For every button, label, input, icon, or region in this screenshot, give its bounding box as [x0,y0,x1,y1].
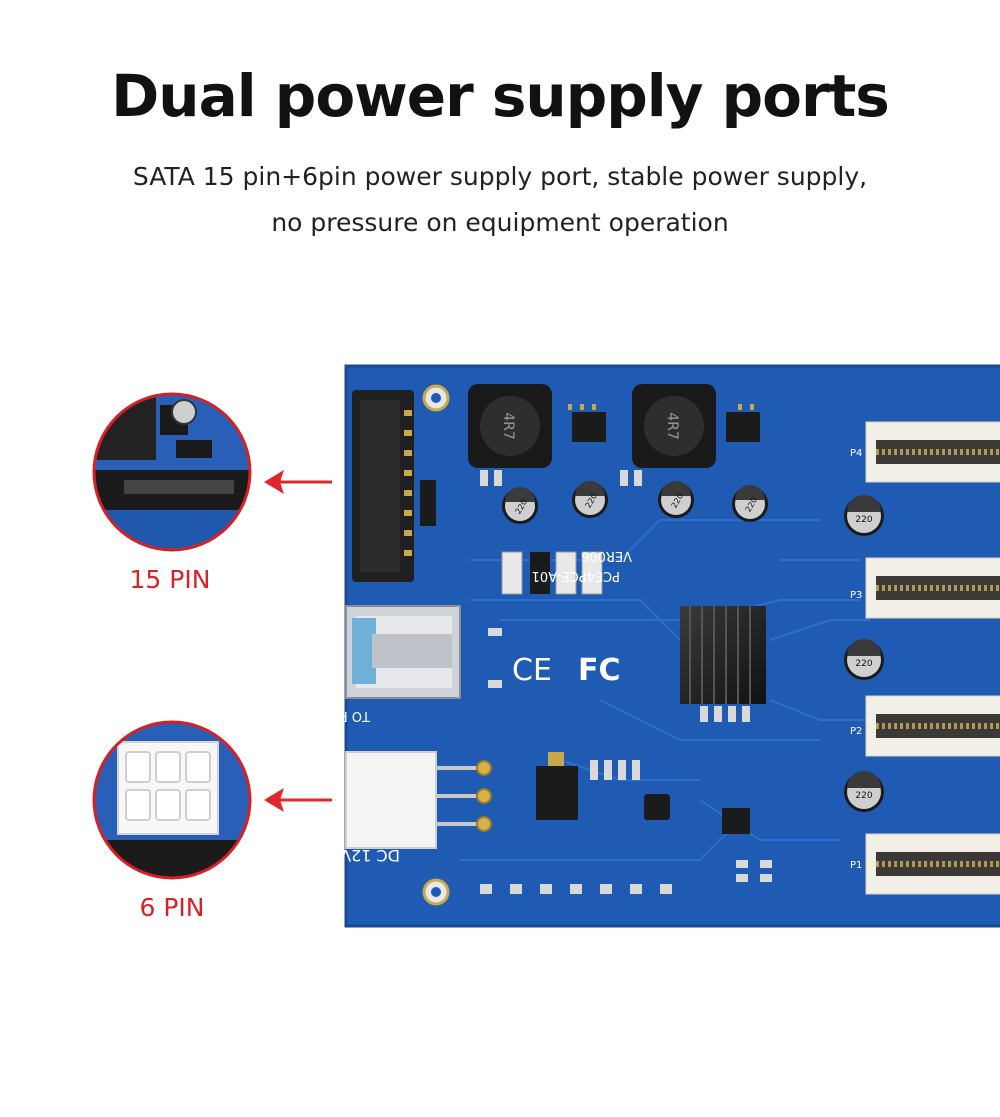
ce-mark: CE [512,653,552,688]
arrow-left-icon [264,470,332,494]
subtitle-line-1: SATA 15 pin+6pin power supply port, stab… [132,162,868,191]
svg-text:P3: P3 [850,590,862,601]
label-15-pin: 15 PIN [129,565,211,594]
usb-label: TO PCI-E [314,708,371,723]
fuse-row [501,551,603,595]
capacitor-row: 220 220 220 220 220 220 [502,481,884,812]
board-version: VER006 [581,548,632,563]
svg-text:P2: P2 [850,726,862,737]
sata-15pin-callout-icon [92,392,252,552]
page-title: Dual power supply ports [111,62,890,130]
board-model: PCE4PCE-A01 [532,568,620,583]
inductor-2: 4R7 [632,384,716,468]
svg-text:P4: P4 [850,448,862,459]
svg-text:220: 220 [855,515,872,525]
svg-text:4R7: 4R7 [500,412,516,440]
subtitle-line-2: no pressure on equipment operation [271,208,729,237]
6pin-callout-icon [92,720,252,880]
svg-text:220: 220 [855,791,872,801]
svg-text:P1: P1 [850,860,862,871]
pcb-board: TO PCI-E DC 12V IN 4R7 4R7 [314,364,1000,928]
label-6-pin: 6 PIN [139,893,205,922]
inductor-1: 4R7 [468,384,552,468]
svg-text:220: 220 [855,659,872,669]
heatsink [680,606,766,704]
arrow-left-icon [264,788,332,812]
pcie-slots: P4 P3 P2 P1 [850,421,1000,895]
power-label: DC 12V IN [318,846,400,865]
fc-mark: FC [578,653,621,688]
svg-text:4R7: 4R7 [664,412,680,440]
